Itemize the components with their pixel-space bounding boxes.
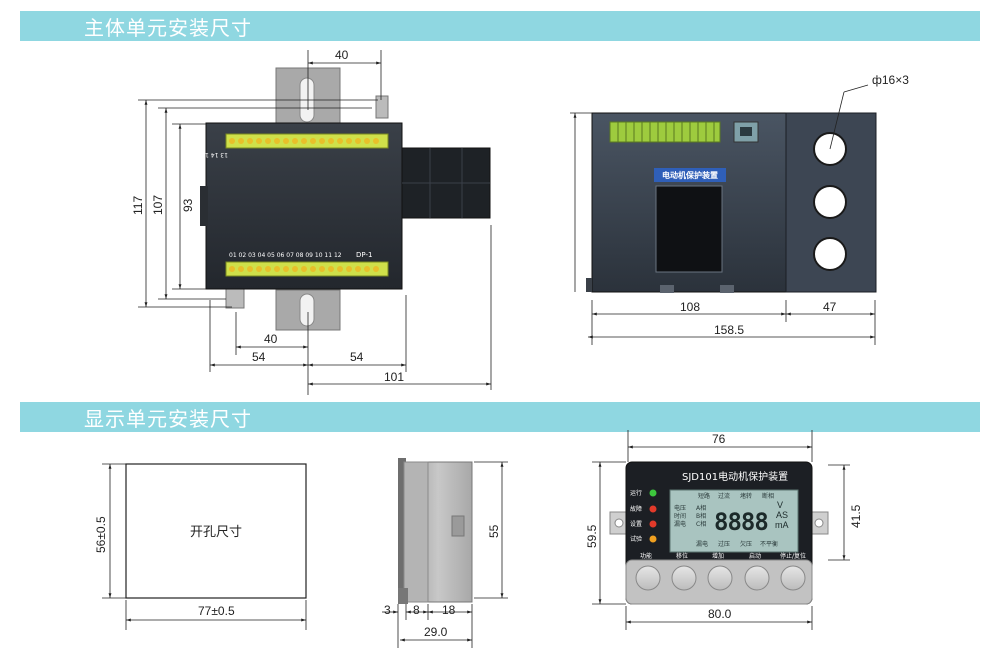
dim-18: 18 xyxy=(442,603,456,617)
display-front xyxy=(609,461,829,605)
display-front-dimensions xyxy=(592,430,850,630)
lcd-short: 短路 xyxy=(698,492,710,500)
dim-right-54: 54 xyxy=(350,350,364,364)
top-terminal-numbers: 13 14 15 16 17 18 19 20 21 22 23 24 25 2… xyxy=(68,151,228,158)
lcd-overvolt: 过压 xyxy=(718,540,730,548)
dim-47: 47 xyxy=(823,300,837,314)
lcd-voltage: 电压 xyxy=(674,504,686,512)
led-label-set: 设置 xyxy=(630,520,642,528)
dim-cutout-h: 56±0.5 xyxy=(94,516,108,553)
display-side xyxy=(382,458,508,648)
dim-80: 80.0 xyxy=(708,607,732,621)
lcd-digits: 8888 xyxy=(714,508,768,536)
lcd-phase-a: A相 xyxy=(696,504,706,512)
button-label-increase: 增加 xyxy=(712,552,724,560)
bottom-terminal-numbers: 01 02 03 04 05 06 07 08 09 10 11 12 xyxy=(229,252,342,259)
lcd-overcurrent: 过流 xyxy=(718,492,730,500)
side-dimensions xyxy=(570,84,876,345)
dim-59: 59.5 xyxy=(585,524,599,548)
section-banner-main: 主体单元安装尺寸 xyxy=(20,11,980,41)
section-title-display: 显示单元安装尺寸 xyxy=(84,407,252,431)
dim-101: 101 xyxy=(384,370,404,384)
dim-117: 117 xyxy=(131,196,145,215)
lcd-phase-c: C相 xyxy=(696,520,706,528)
dim-8: 8 xyxy=(413,603,420,617)
top-terminal-screws xyxy=(229,138,379,144)
lcd-leakage: 漏电 xyxy=(674,520,686,528)
lcd-phase-b: B相 xyxy=(696,512,706,520)
button-label-start: 启动 xyxy=(749,552,761,560)
side-terminals xyxy=(617,122,715,142)
dim-76: 76 xyxy=(712,432,726,446)
led-label-run: 运行 xyxy=(630,489,642,497)
lcd-phase-loss: 断相 xyxy=(762,492,774,500)
dim-93: 93 xyxy=(181,198,195,212)
bottom-terminal-screws xyxy=(229,266,379,272)
dim-55: 55 xyxy=(487,524,501,538)
main-front-dimensions xyxy=(138,50,492,395)
button-label-stop-reset: 停止/复位 xyxy=(780,552,806,560)
cutout-label: 开孔尺寸 xyxy=(190,525,242,540)
button-label-shift: 移位 xyxy=(676,552,688,560)
main-unit-side: 电动机保护装置 xyxy=(586,112,877,293)
led-label-fault: 故障 xyxy=(630,505,642,513)
dim-3: 3 xyxy=(384,603,391,617)
lcd-unbalance: 不平衡 xyxy=(760,540,778,548)
dim-left-54: 54 xyxy=(252,350,266,364)
panel-cutout xyxy=(102,463,307,630)
dim-top-40: 40 xyxy=(335,48,349,62)
lcd-leak-bottom: 漏电 xyxy=(696,540,708,548)
dim-29: 29.0 xyxy=(424,625,448,639)
dim-41: 41.5 xyxy=(849,504,863,528)
lcd-stall: 堵转 xyxy=(740,492,752,500)
dim-cutout-w: 77±0.5 xyxy=(198,604,235,618)
led-label-test: 试验 xyxy=(630,535,642,543)
button-label-function: 功能 xyxy=(640,552,652,560)
device-label: 电动机保护装置 xyxy=(662,170,718,180)
lcd-unit-as: AS xyxy=(776,510,788,520)
model-label: DP-1 xyxy=(356,251,372,259)
dim-108: 108 xyxy=(680,300,700,314)
section-title-main: 主体单元安装尺寸 xyxy=(84,16,252,40)
lcd-undervolt: 欠压 xyxy=(740,540,752,548)
section-banner-display: 显示单元安装尺寸 xyxy=(20,402,980,432)
dim-107: 107 xyxy=(151,195,165,215)
lcd-time: 时间 xyxy=(674,512,686,520)
lcd-unit-v: V xyxy=(777,500,783,510)
dim-158: 158.5 xyxy=(714,323,744,337)
dim-bottom-40: 40 xyxy=(264,332,278,346)
display-title: SJD101电动机保护装置 xyxy=(682,470,788,483)
hole-note: ф16×3 xyxy=(872,73,909,87)
lcd-unit-ma: mA xyxy=(775,520,789,530)
